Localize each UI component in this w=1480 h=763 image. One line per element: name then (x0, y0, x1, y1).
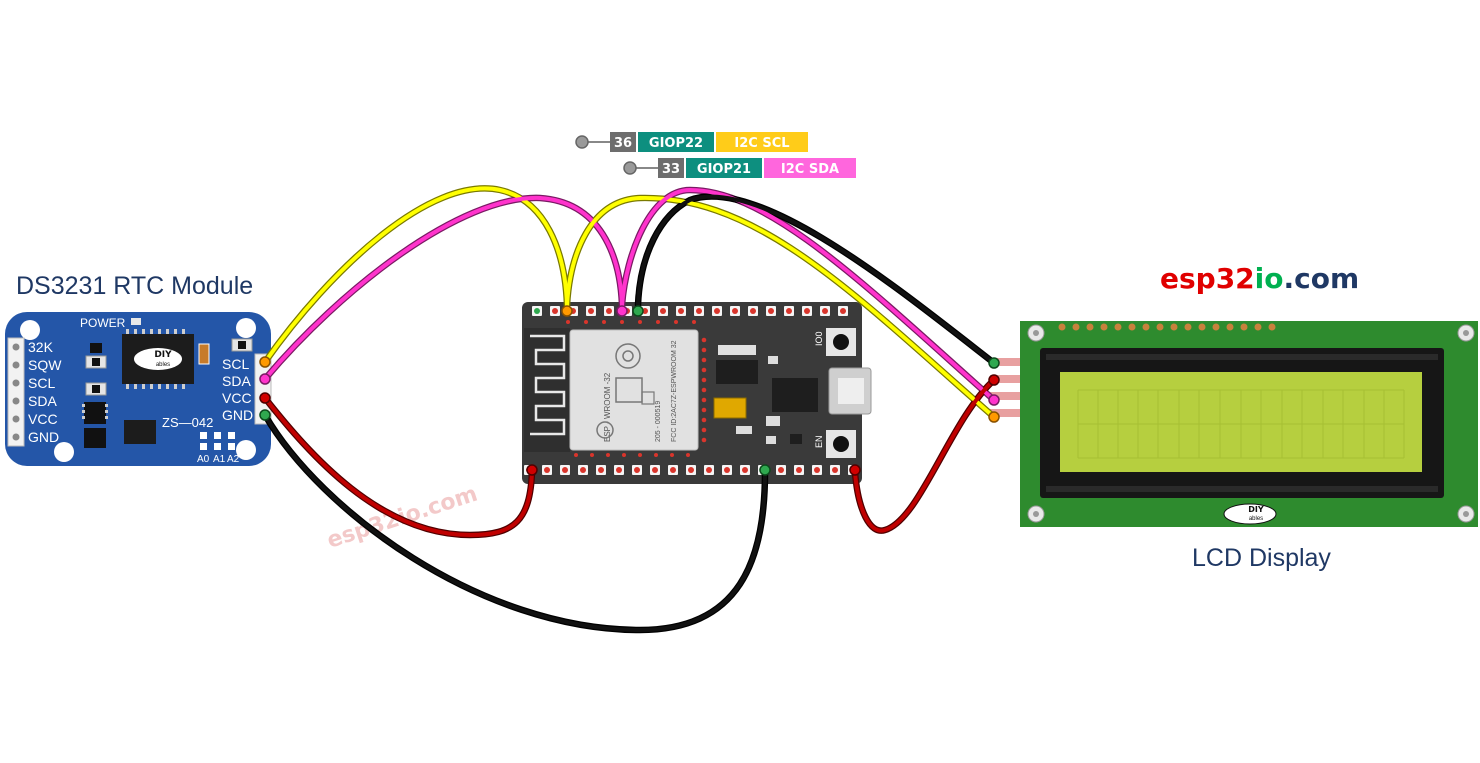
esp32-en-button: EN (814, 430, 856, 458)
wire-rtc-scl-outline (261, 185, 571, 366)
rtc-left-pin-gnd: GND (28, 429, 59, 445)
wire-lcd-sda (620, 187, 996, 402)
rtc-right-pin-sda: SDA (222, 373, 251, 389)
wire-lcd-vcc (853, 378, 996, 533)
rtc-right-header (254, 353, 272, 425)
esp32-boot-label: IO0 (814, 331, 824, 346)
esp32-antenna-trace (530, 334, 566, 436)
rtc-power-label: POWER (80, 316, 126, 330)
brand-part-com: .com (1284, 262, 1360, 295)
wire-rtc-vcc (263, 396, 534, 538)
brand-part-io: io (1255, 262, 1284, 295)
rtc-mount-hole (236, 318, 256, 338)
pin-tag-sda: 33 GIOP21 I2C SDA (623, 158, 856, 178)
wire-lcd-scl (565, 195, 996, 419)
espressif-logo-icon (615, 343, 641, 369)
esp32-capacitor (713, 397, 747, 419)
rtc-addr-a1: A1 (213, 454, 226, 465)
esp32-top-header (532, 306, 848, 316)
wire-end-caps (259, 305, 1000, 476)
lcd-mount-holes (1027, 324, 1475, 523)
svg-text:ables: ables (156, 362, 170, 368)
rtc-diyables-logo: DIY ables (134, 348, 182, 370)
wire-lcd-gnd (636, 194, 996, 365)
pin-tag-scl-number: 36 (614, 136, 632, 151)
rtc-eeprom-chip (124, 420, 156, 444)
pin-tag-scl: 36 GIOP22 I2C SCL (575, 132, 808, 152)
rtc-addr-a0: A0 (197, 454, 210, 465)
svg-text:DIY: DIY (154, 350, 172, 360)
pin-tag-sda-gpio: GIOP21 (697, 162, 751, 177)
rtc-left-pin-sda: SDA (28, 393, 57, 409)
wire-rtc-sda (263, 195, 624, 381)
esp32-board: ESP - WROOM -32 205 - 000519 FCC ID:2AC7… (522, 302, 872, 484)
pin-tag-sda-dot (623, 161, 637, 175)
svg-text:ables: ables (1249, 516, 1263, 522)
svg-text:DIY: DIY (1248, 505, 1264, 514)
pin-tag-scl-gpio: GIOP22 (649, 136, 703, 151)
rtc-right-pin-vcc: VCC (222, 390, 252, 406)
wire-rtc-scl (263, 186, 569, 364)
esp32-boot-button: IO0 (814, 328, 856, 356)
pin-tag-sda-function: I2C SDA (781, 162, 839, 177)
rtc-left-pin-scl: SCL (28, 375, 55, 391)
esp32-module-text-2: 205 - 000519 (655, 401, 662, 442)
lcd-character-grid (1077, 389, 1405, 459)
pin-tag-scl-dot (575, 135, 589, 149)
rtc-left-pin-sqw: SQW (28, 357, 62, 373)
rtc-chip-label: ZS—042 (162, 415, 213, 430)
wires (261, 185, 998, 634)
brand-logo: esp32io.com (1160, 262, 1359, 295)
rtc-mount-hole (54, 442, 74, 462)
pin-tag-sda-number: 33 (662, 162, 680, 177)
rtc-left-pin-vcc: VCC (28, 411, 58, 427)
esp32-usb-uart-chip (772, 378, 818, 412)
lcd-i2c-header (990, 358, 1020, 417)
rtc-mount-hole (236, 440, 256, 460)
ce-mark-icon (615, 377, 643, 403)
rtc-power-led (131, 318, 141, 325)
rtc-addr-a2: A2 (227, 454, 240, 465)
esp32-module-text-1: ESP - WROOM -32 (603, 372, 612, 442)
lcd-diyables-logo: DIY ables (1223, 503, 1277, 525)
lcd-top-pads (1058, 323, 1276, 331)
rtc-mount-hole (20, 320, 40, 340)
rtc-module: 32K SQW SCL SDA VCC GND POWER DIY ables (5, 312, 272, 466)
brand-part-esp32: esp32 (1160, 262, 1255, 295)
lcd-module: DIY ables (990, 321, 1478, 527)
rtc-right-pin-gnd: GND (222, 407, 253, 423)
lcd-display-title: LCD Display (1192, 544, 1331, 572)
rtc-right-pin-scl: SCL (222, 356, 249, 372)
rtc-left-pin-32k: 32K (28, 339, 54, 355)
rtc-left-header (7, 337, 25, 447)
esp32-module-text-3: FCC ID:2AC7Z-ESPWROOM 32 (671, 340, 678, 442)
esp32-wroom-module (569, 329, 699, 451)
wire-rtc-gnd (263, 413, 767, 633)
esp32-en-label: EN (814, 435, 824, 448)
pin-tag-scl-function: I2C SCL (734, 136, 789, 151)
rtc-module-title: DS3231 RTC Module (16, 272, 253, 300)
wifi-logo-icon (596, 421, 614, 439)
